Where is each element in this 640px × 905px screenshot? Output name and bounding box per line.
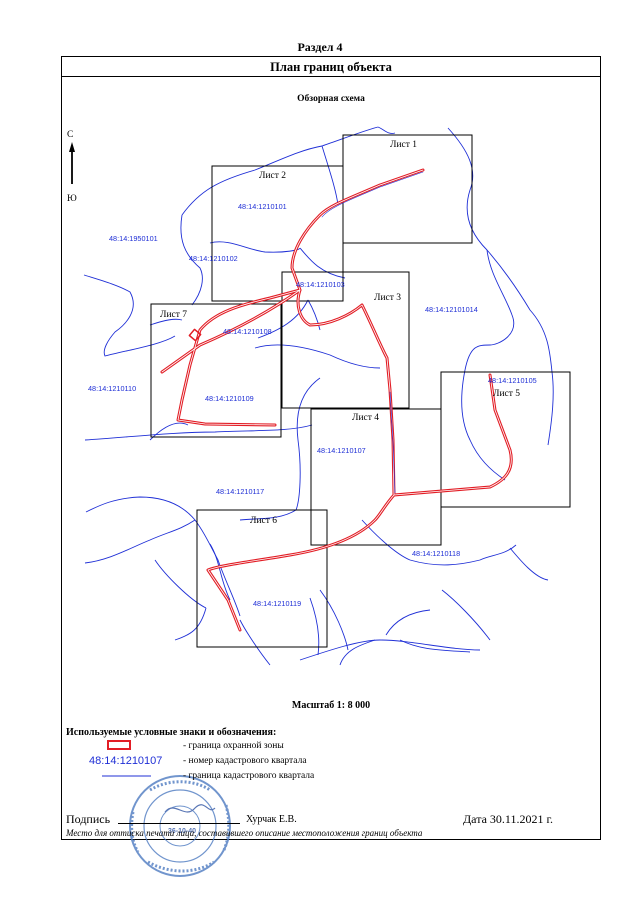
sheet-label-3: Лист 3 [374,293,401,303]
stamp: 36-10-40 [129,775,231,877]
north-arrow-icon [69,142,75,184]
protected-zone-boundary [160,168,513,632]
legend-cadastral-number-desc: - номер кадастрового квартала [183,756,307,766]
sheet-frame-5 [440,371,571,508]
legend-cadastral-border-desc: - граница кадастрового квартала [183,771,315,781]
sheet-label-4: Лист 4 [352,413,379,423]
scale-label: Масштаб 1: 8 000 [291,700,371,711]
sheet-frame-3 [281,271,410,409]
sheet-label-2: Лист 2 [259,171,286,181]
cadastral-number: 48:14:1210109 [205,394,254,403]
cadastral-number: 48:14:1210105 [488,376,537,385]
legend-title: Используемые условные знаки и обозначени… [66,727,277,738]
stamp-note: Место для оттиска печати лица, составивш… [66,828,423,838]
section-title: Раздел 4 [297,40,343,54]
svg-text:36-10-40: 36-10-40 [168,828,196,835]
cadastral-number: 48:14:1210117 [216,487,264,496]
overview-title: Обзорная схема [297,94,365,104]
sheet-label-1: Лист 1 [390,140,417,150]
compass-south: Ю [67,194,77,204]
legend-boundary-swatch [107,740,131,750]
cadastral-number: 48:14:1210101 [238,202,287,211]
cadastral-number: 48:14:1210103 [296,280,345,289]
compass-north: С [67,130,73,140]
cadastral-boundaries [83,126,554,666]
legend-cadastral-sample: 48:14:1210107 [89,755,163,767]
legend-boundary-desc: - граница охранной зоны [183,741,284,751]
page-frame [61,56,601,840]
sheet-frames [150,134,571,648]
cadastral-number: 48:14:1210108 [223,327,272,336]
cadastral-number: 48:14:1210119 [253,599,301,608]
sheet-frame-4 [310,408,442,546]
zone-marker [188,328,202,342]
cadastral-number: 48:14:1950101 [109,234,158,243]
cadastral-number: 48:14:12101014 [425,305,478,314]
sheet-frame-1 [342,134,473,244]
sheet-frame-6 [196,509,328,648]
sheet-frame-2 [211,165,344,302]
sheet-label-6: Лист 6 [250,516,277,526]
sheet-label-5: Лист 5 [493,389,520,399]
signature-date: Дата 30.11.2021 г. [463,812,554,826]
signer-name: Хурчак Е.В. [246,814,297,825]
cadastral-number: 48:14:1210107 [317,446,366,455]
sheet-label-7: Лист 7 [160,310,187,320]
cadastral-number: 48:14:1210110 [88,384,136,393]
signature-label: Подпись [66,812,111,826]
cadastral-number: 48:14:1210118 [412,549,460,558]
frame-title: План границ объекта [61,56,601,77]
cadastral-number: 48:14:1210102 [189,254,238,263]
sheet-frame-7 [150,303,282,438]
signature-line [118,823,240,824]
